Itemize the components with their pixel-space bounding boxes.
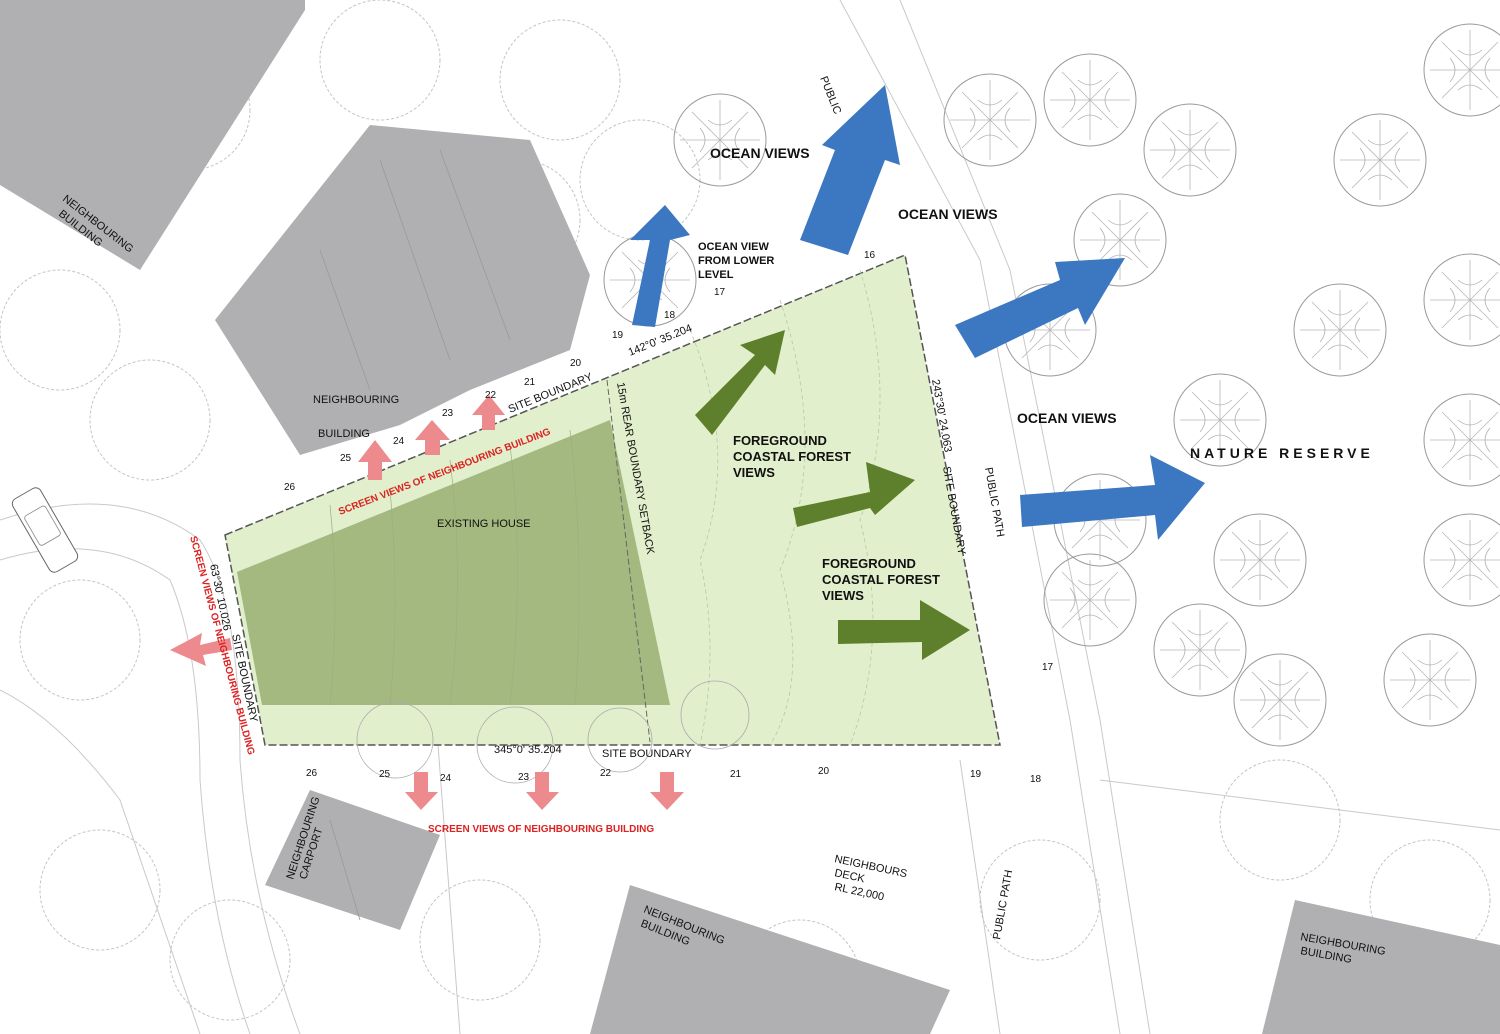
contour-26a: 26 xyxy=(284,482,296,493)
ocean-arrow-reserve xyxy=(1020,455,1205,540)
label-foreground-2a: FOREGROUND xyxy=(822,556,916,571)
label-neighbours-deck-c: RL 22,000 xyxy=(833,881,885,903)
label-ocean-views-3: OCEAN VIEWS xyxy=(1017,410,1117,426)
label-neighbouring-building-2a: NEIGHBOURING xyxy=(313,394,399,406)
ocean-arrow-lower xyxy=(630,205,690,327)
label-ocean-view-lower-1: OCEAN VIEW xyxy=(698,241,770,253)
car-icon xyxy=(11,487,79,573)
neighbouring-building-nw xyxy=(0,0,305,270)
contour-17b: 17 xyxy=(1042,662,1054,673)
label-nature-reserve: NATURE RESERVE xyxy=(1190,445,1374,461)
label-ocean-view-lower-2: FROM LOWER xyxy=(698,255,774,267)
contour-19b: 19 xyxy=(970,769,982,780)
contour-21b: 21 xyxy=(730,769,742,780)
contour-20a: 20 xyxy=(570,358,582,369)
neighbouring-carport xyxy=(265,790,440,930)
ocean-arrow-north xyxy=(800,85,900,255)
label-neighbouring-building-2b: BUILDING xyxy=(318,428,370,440)
contour-22a: 22 xyxy=(485,390,497,401)
contour-17a: 17 xyxy=(714,287,726,298)
screen-view-arrows xyxy=(170,395,684,810)
ocean-view-arrows xyxy=(630,85,1205,540)
label-foreground-2c: VIEWS xyxy=(822,588,864,603)
contour-19a: 19 xyxy=(612,330,624,341)
label-public-path-bottom: PUBLIC PATH xyxy=(991,869,1015,941)
label-foreground-1b: COASTAL FOREST xyxy=(733,449,851,464)
contour-20b: 20 xyxy=(818,766,830,777)
forest-arrow-3 xyxy=(838,600,970,660)
neighbouring-building-se xyxy=(1262,900,1500,1034)
contour-23a: 23 xyxy=(442,408,454,419)
label-ocean-views-1: OCEAN VIEWS xyxy=(710,145,810,161)
rear-setback-line xyxy=(606,379,651,743)
label-screen-views-bottom: SCREEN VIEWS OF NEIGHBOURING BUILDING xyxy=(428,824,654,835)
existing-house xyxy=(237,420,670,705)
contour-21a: 21 xyxy=(524,377,536,388)
label-foreground-1a: FOREGROUND xyxy=(733,433,827,448)
contour-23b: 23 xyxy=(518,772,530,783)
forest-arrow-2 xyxy=(793,462,915,527)
label-bearing-bottom: 345°0' 35.204 xyxy=(494,744,562,756)
label-foreground-1c: VIEWS xyxy=(733,465,775,480)
site-area xyxy=(224,253,1001,784)
neighbouring-building-s xyxy=(590,885,950,1034)
contour-24a: 24 xyxy=(393,436,405,447)
contour-24b: 24 xyxy=(440,773,452,784)
label-ocean-view-lower-3: LEVEL xyxy=(698,269,734,281)
label-ocean-views-2: OCEAN VIEWS xyxy=(898,206,998,222)
ocean-arrow-east xyxy=(955,258,1125,358)
contour-16: 16 xyxy=(864,250,876,261)
contour-18b: 18 xyxy=(1030,774,1042,785)
neighbouring-building-n xyxy=(215,125,590,455)
label-public-path-right: PUBLIC PATH xyxy=(982,466,1006,538)
label-foreground-2b: COASTAL FOREST xyxy=(822,572,940,587)
forest-view-arrows xyxy=(695,330,970,660)
contour-18a: 18 xyxy=(664,310,676,321)
contour-26b: 26 xyxy=(306,768,318,779)
forest-arrow-1 xyxy=(695,330,785,435)
label-existing-house: EXISTING HOUSE xyxy=(437,518,531,530)
contour-25b: 25 xyxy=(379,769,391,780)
label-site-boundary-bottom: SITE BOUNDARY xyxy=(602,748,692,760)
contour-25a: 25 xyxy=(340,453,352,464)
label-public-top: PUBLIC xyxy=(817,75,843,116)
contour-22b: 22 xyxy=(600,768,612,779)
